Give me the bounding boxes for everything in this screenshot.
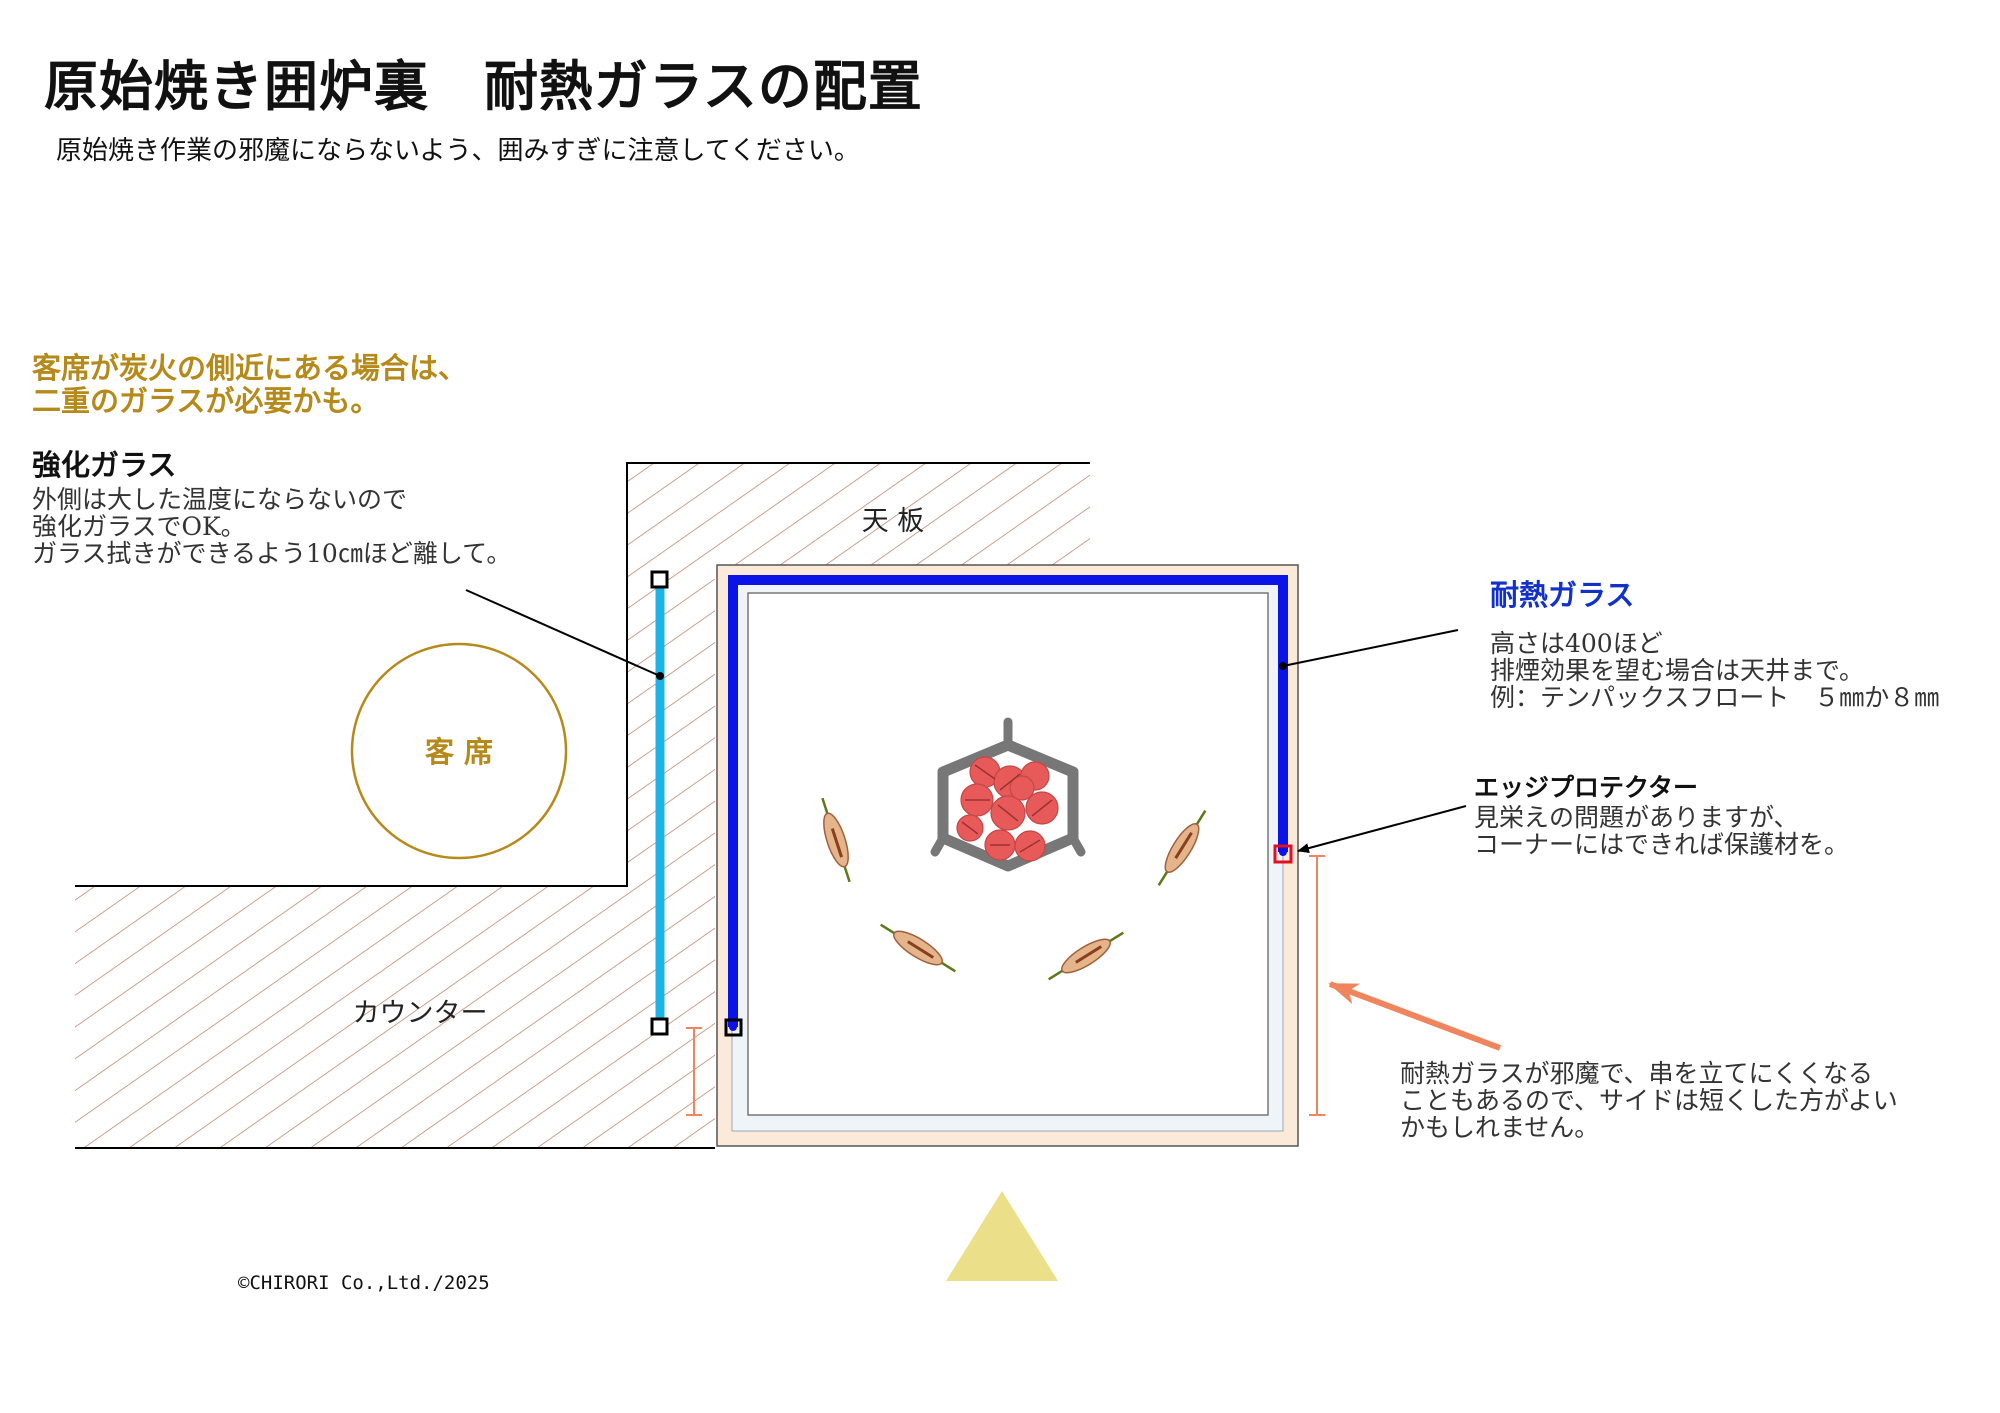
tempered-glass-line-2: 強化ガラスでOK。 <box>32 512 246 541</box>
page-subtitle: 原始焼き作業の邪魔にならないよう、囲みすぎに注意してください。 <box>56 136 860 166</box>
heat-glass-line-2: 排煙効果を望む場合は天井まで。 <box>1490 656 1865 685</box>
side-note: 耐熱ガラスが邪魔で、串を立てにくくなる こともあるので、サイドは短くした方がよい… <box>1400 1060 1898 1141</box>
heat-glass-mount <box>724 1018 743 1037</box>
warning-line-1: 客席が炭火の側近にある場合は、 <box>32 351 468 385</box>
page-title: 原始焼き囲炉裏 耐熱ガラスの配置 <box>44 55 923 118</box>
heat-resistant-glass <box>728 575 1288 1027</box>
warning-line-2: 二重のガラスが必要かも。 <box>32 384 380 418</box>
tempered-glass-leader <box>465 589 661 677</box>
warning-note: 客席が炭火の側近にある場合は、 二重のガラスが必要かも。 <box>32 352 467 418</box>
side-note-line-1: 耐熱ガラスが邪魔で、串を立てにくくなる <box>1400 1059 1874 1088</box>
side-note-line-3: かもしれません。 <box>1400 1113 1600 1142</box>
side-note-arrow <box>1328 981 1502 1051</box>
dimension-left <box>686 1027 702 1116</box>
skewered-fish-icon <box>1157 810 1207 886</box>
guest-seat-label: 客 席 <box>425 735 493 769</box>
heat-glass-mount-dot <box>729 1023 737 1031</box>
dimension-right <box>1309 855 1325 1116</box>
heat-glass-line-3: 例：テンパックスフロート ５㎜か８㎜ <box>1490 683 1940 712</box>
tempered-glass-bottom-mount <box>650 1017 669 1036</box>
heat-glass-note: 耐熱ガラス 高さは400ほど 排煙効果を望む場合は天井まで。 例：テンパックスフ… <box>1490 572 1939 711</box>
heat-glass-leader-dot <box>1279 662 1287 670</box>
charcoal-grill-icon <box>930 717 1086 872</box>
edge-protector-leader <box>1297 805 1467 853</box>
tempered-glass-line-1: 外側は大した温度にならないので <box>32 485 408 514</box>
guest-seat <box>350 642 568 860</box>
skewered-fish-icon <box>1048 931 1124 981</box>
counter-top-area <box>75 463 1090 1148</box>
heat-glass-heading: 耐熱ガラス <box>1490 578 1635 612</box>
tempered-glass-note: 強化ガラス 外側は大した温度にならないので 強化ガラスでOK。 ガラス拭きができ… <box>32 442 511 567</box>
skewered-fish-icon <box>821 797 851 883</box>
tempered-glass-top-mount <box>650 570 669 589</box>
counter-top-label: 天 板 <box>862 506 925 537</box>
heat-glass-leader <box>1282 629 1459 667</box>
edge-protector-heading: エッジプロテクター <box>1474 773 1699 802</box>
edge-protector-line-2: コーナーにはできれば保護材を。 <box>1474 830 1850 859</box>
copyright: ©CHIRORI Co.,Ltd./2025 <box>238 1272 490 1294</box>
skewered-fish-icon <box>880 923 956 973</box>
tempered-glass-heading: 強化ガラス <box>32 448 177 482</box>
counter-label: カウンター <box>353 998 488 1029</box>
edge-protector-line-1: 見栄えの問題がありますが、 <box>1474 803 1799 832</box>
edge-protector-note: エッジプロテクター 見栄えの問題がありますが、 コーナーにはできれば保護材を。 <box>1474 768 1849 858</box>
edge-protector-dot <box>1279 848 1287 856</box>
cook-position-triangle-icon <box>946 1191 1058 1281</box>
tempered-glass-line-3: ガラス拭きができるよう10㎝ほど離して。 <box>32 539 512 568</box>
side-note-line-2: こともあるので、サイドは短くした方がよい <box>1400 1086 1898 1115</box>
heat-glass-line-1: 高さは400ほど <box>1490 629 1663 658</box>
tempered-glass-leader-dot <box>656 672 664 680</box>
counter-edge <box>75 462 1090 887</box>
edge-protector <box>1273 844 1293 864</box>
